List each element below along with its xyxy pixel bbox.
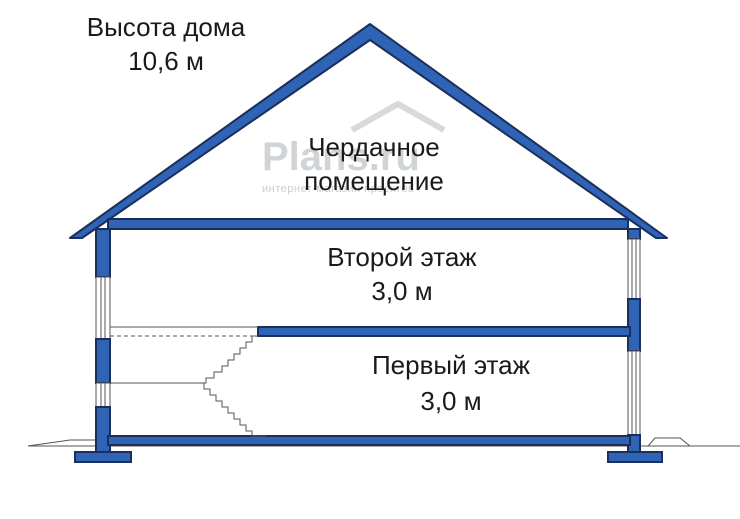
right-wall — [627, 228, 641, 453]
first-floor-height: 3,0 м — [420, 386, 481, 416]
watermark: Plans.ru интернет-магазин проектов — [262, 100, 446, 195]
ground-floor-slab — [107, 435, 631, 446]
watermark-tagline: интернет-магазин проектов — [262, 183, 414, 195]
roof — [69, 23, 668, 239]
second-floor-height: 3,0 м — [371, 276, 432, 306]
left-footing — [74, 451, 132, 463]
attic-floor-slab — [107, 218, 629, 230]
attic-label-line1: Чердачное — [308, 132, 440, 162]
right-footing — [607, 451, 663, 463]
attic-label-line2: помещение — [304, 166, 444, 196]
second-floor-slab — [257, 326, 631, 337]
staircase — [110, 335, 266, 437]
left-wall — [95, 228, 111, 453]
second-floor-name: Второй этаж — [327, 242, 477, 272]
house-height-title: Высота дома — [87, 12, 246, 42]
watermark-brand: Plans.ru — [262, 135, 420, 179]
watermark-house-icon — [350, 100, 446, 133]
house-height-value: 10,6 м — [128, 46, 204, 76]
first-floor-name: Первый этаж — [372, 350, 531, 380]
